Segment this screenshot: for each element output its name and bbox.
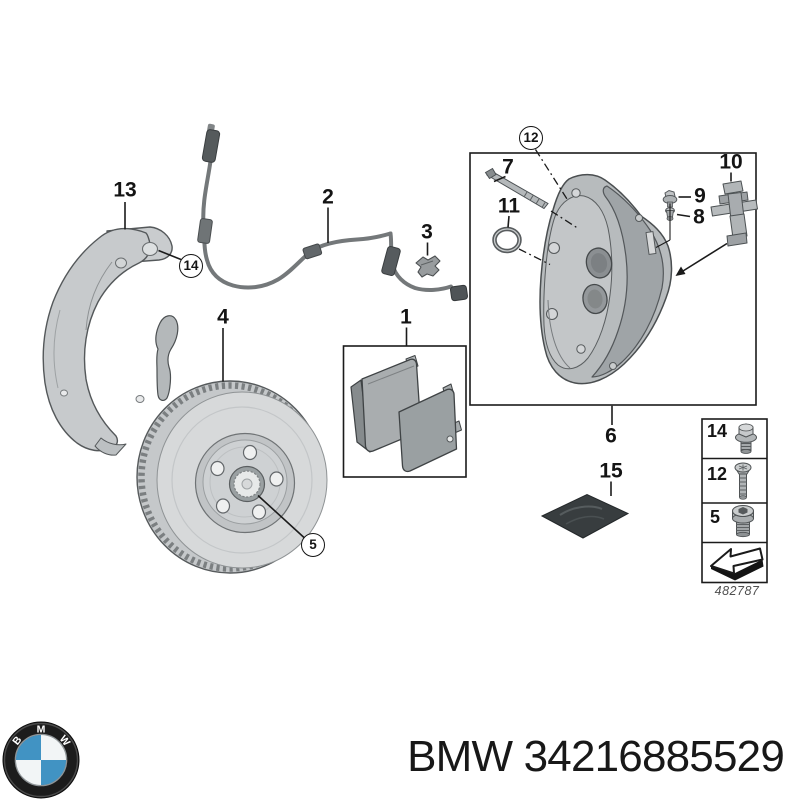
- legend-table: [701, 418, 768, 584]
- flange-bolt-icon: [735, 423, 757, 454]
- caliper-box: [469, 152, 757, 406]
- lug-holes: [210, 444, 284, 520]
- callout-4-label: 4: [217, 305, 229, 329]
- bmw-roundel-logo: B M W: [2, 721, 80, 799]
- callout-10-label: 10: [719, 150, 743, 174]
- bolt-8-art: [665, 207, 675, 221]
- sensor-clip-art: [415, 255, 441, 278]
- removal-direction-arrow-icon: [710, 547, 764, 581]
- socket-plug-icon: [731, 504, 755, 538]
- callout-15-label: 15: [599, 459, 623, 483]
- callout-9-label: 9: [694, 184, 706, 208]
- wear-sensor-cable-art: [197, 123, 469, 302]
- callout-8-label: 8: [693, 205, 705, 229]
- seal-ring-art: [492, 226, 522, 254]
- callout-12-circled-label: 12: [519, 126, 543, 150]
- callout-5-circled-label: 5: [301, 533, 325, 557]
- pad-retainer-art: [710, 180, 758, 247]
- repair-kit-art: [540, 493, 630, 539]
- callout-13-label: 13: [113, 178, 137, 202]
- logo-letter-m: M: [37, 724, 46, 736]
- legend-row-12-label: 12: [706, 464, 728, 484]
- figure-number: 482787: [714, 584, 760, 598]
- callout-6-label: 6: [605, 424, 617, 448]
- splash-shield-art: [42, 226, 179, 456]
- leader-lines: [124, 172, 732, 539]
- legend-row-5-label: 5: [709, 507, 721, 527]
- legend-row-14-label: 14: [706, 421, 728, 441]
- callout-11-label: 11: [497, 194, 521, 218]
- callout-14-circled-label: 14: [179, 254, 203, 278]
- brake-pads-art: [350, 355, 462, 473]
- callout-1-label: 1: [400, 305, 412, 329]
- callout-3-label: 3: [421, 220, 433, 244]
- guide-pin-art: [484, 167, 549, 210]
- brand-part-number: BMW 34216885529: [407, 732, 785, 781]
- brake-disc-art: [136, 380, 328, 574]
- caliper-art: [539, 173, 673, 385]
- callout-7-label: 7: [502, 155, 514, 179]
- torx-screw-icon: [734, 462, 752, 500]
- brake-pads-box: [342, 345, 467, 478]
- callout-2-label: 2: [322, 185, 334, 209]
- dash-dot-leaders: [518, 149, 578, 266]
